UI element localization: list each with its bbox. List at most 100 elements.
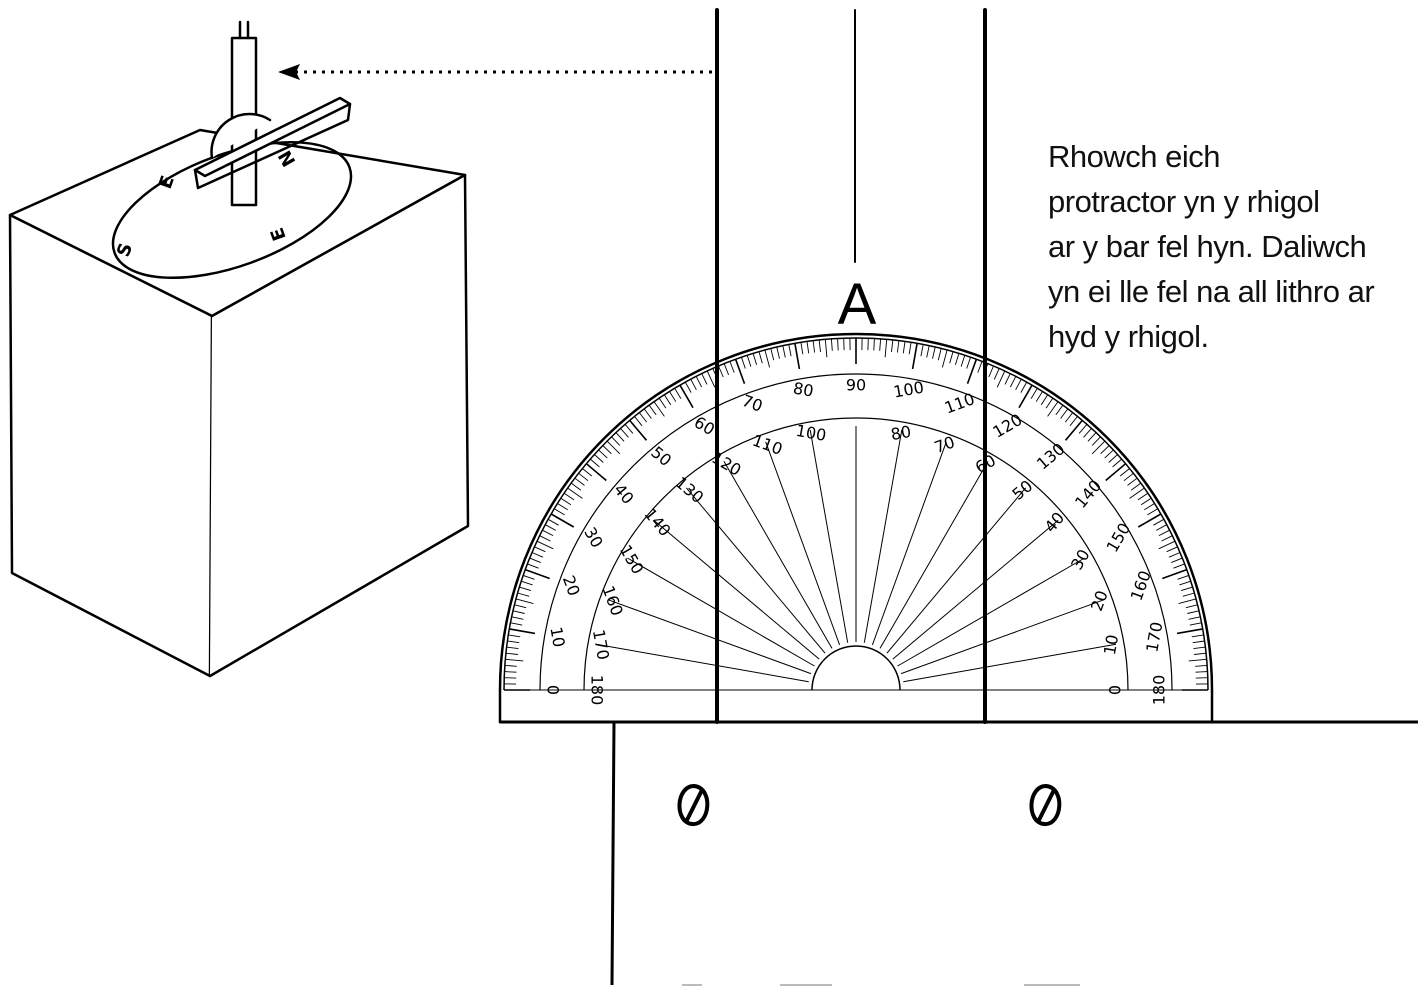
scale-tick: [1195, 664, 1208, 667]
scale-tick: [706, 370, 716, 388]
outer-scale-label: 90: [846, 376, 866, 395]
scale-tick: [648, 404, 657, 416]
scale-tick: [1018, 384, 1033, 409]
inner-scale-label: 60: [972, 451, 999, 478]
point-label-a: A: [838, 272, 877, 337]
scale-tick: [1193, 646, 1206, 650]
scale-tick: [1055, 404, 1064, 416]
scale-tick: [507, 640, 520, 644]
scale-tick: [514, 604, 527, 609]
inner-scale-label: 170: [589, 628, 613, 661]
scale-tick: [611, 436, 621, 446]
scale-tick: [993, 368, 1000, 380]
scale-tick: [629, 419, 648, 441]
scale-tick: [531, 552, 544, 558]
scale-tick: [1009, 376, 1017, 388]
scale-tick: [966, 357, 972, 369]
scale-tick: [1153, 518, 1165, 526]
scale-tick: [567, 487, 583, 499]
scale-tick: [504, 671, 517, 673]
scale-tick: [1188, 616, 1201, 620]
scale-tick: [996, 370, 1006, 388]
outer-scale-label: 180: [1150, 675, 1169, 706]
inner-scale-label: 100: [794, 421, 827, 445]
scale-tick: [1194, 652, 1207, 655]
scale-tick: [788, 344, 792, 357]
scale-tick: [1100, 445, 1110, 455]
radial-line: [607, 599, 812, 675]
scale-tick: [1195, 671, 1208, 673]
radial-line: [627, 557, 815, 667]
scale-tick: [1179, 580, 1191, 586]
scale-tick: [1083, 428, 1092, 438]
scale-tick: [746, 355, 752, 367]
scale-tick: [1035, 391, 1043, 402]
radial-line: [886, 487, 1027, 654]
radial-line: [900, 599, 1105, 675]
scale-tick: [911, 343, 918, 370]
scale-tick: [932, 346, 936, 359]
scale-tick: [1064, 419, 1083, 441]
inner-scale-label: 180: [588, 675, 607, 706]
scale-tick: [824, 339, 828, 358]
scale-tick: [663, 394, 672, 406]
scale-tick: [752, 353, 758, 366]
inner-scale-label: 160: [598, 583, 626, 618]
radial-line: [871, 441, 947, 646]
radial-line: [809, 429, 849, 643]
scale-tick: [1060, 408, 1069, 419]
scale-tick: [1191, 634, 1204, 638]
scale-tick: [523, 574, 535, 580]
scale-tick: [1137, 513, 1162, 528]
scale-tick: [884, 339, 888, 358]
scale-divider-arc: [539, 373, 1173, 691]
scale-tick: [510, 622, 523, 626]
scale-tick: [1177, 574, 1189, 580]
scale-tick: [1137, 492, 1149, 501]
scale-tick: [690, 378, 697, 391]
scale-tick: [1030, 388, 1038, 399]
scale-tick: [873, 338, 875, 351]
scale-tick: [542, 529, 554, 537]
scale-tick: [920, 344, 924, 357]
scale-tick: [1091, 440, 1106, 455]
screw-left-icon: [677, 783, 710, 826]
outer-scale-label: 50: [647, 443, 675, 471]
scale-tick: [1091, 436, 1101, 446]
scale-tick: [643, 408, 652, 419]
scale-tick: [594, 454, 604, 463]
instruction-line-4: yn ei lle fel na all lithro ar: [1048, 274, 1375, 309]
radial-line: [897, 557, 1085, 667]
instruction-line-2: protractor yn y rhigol: [1048, 184, 1320, 219]
scale-tick: [560, 497, 572, 506]
scale-tick: [1180, 586, 1193, 592]
outer-scale-label: 130: [1033, 439, 1069, 473]
scale-tick: [570, 482, 582, 491]
scale-tick: [590, 458, 600, 468]
scale-tick: [1144, 503, 1155, 511]
scale-tick: [712, 368, 719, 380]
scale-tick: [1192, 640, 1205, 644]
outer-scale-label: 140: [1071, 476, 1105, 512]
scale-tick: [598, 449, 608, 459]
scale-tick: [926, 345, 930, 358]
scale-tick: [679, 384, 694, 409]
scale-tick: [718, 365, 724, 378]
scale-tick: [988, 365, 994, 378]
scale-tick: [508, 634, 521, 638]
scale-tick: [1171, 557, 1183, 564]
scale-tick: [837, 338, 839, 351]
scale-tick: [1127, 477, 1138, 486]
inner-scale-arc: [583, 417, 1129, 691]
scale-tick: [653, 401, 665, 417]
scale-tick: [701, 373, 708, 385]
scale-tick: [539, 535, 551, 542]
scale-tick: [554, 508, 565, 516]
instruction-line-1: Rhowch eich: [1048, 139, 1220, 174]
scale-tick: [515, 598, 534, 605]
scale-tick: [937, 348, 942, 361]
scale-tick: [512, 610, 525, 614]
scale-tick: [582, 468, 593, 477]
scale-tick: [624, 424, 634, 434]
